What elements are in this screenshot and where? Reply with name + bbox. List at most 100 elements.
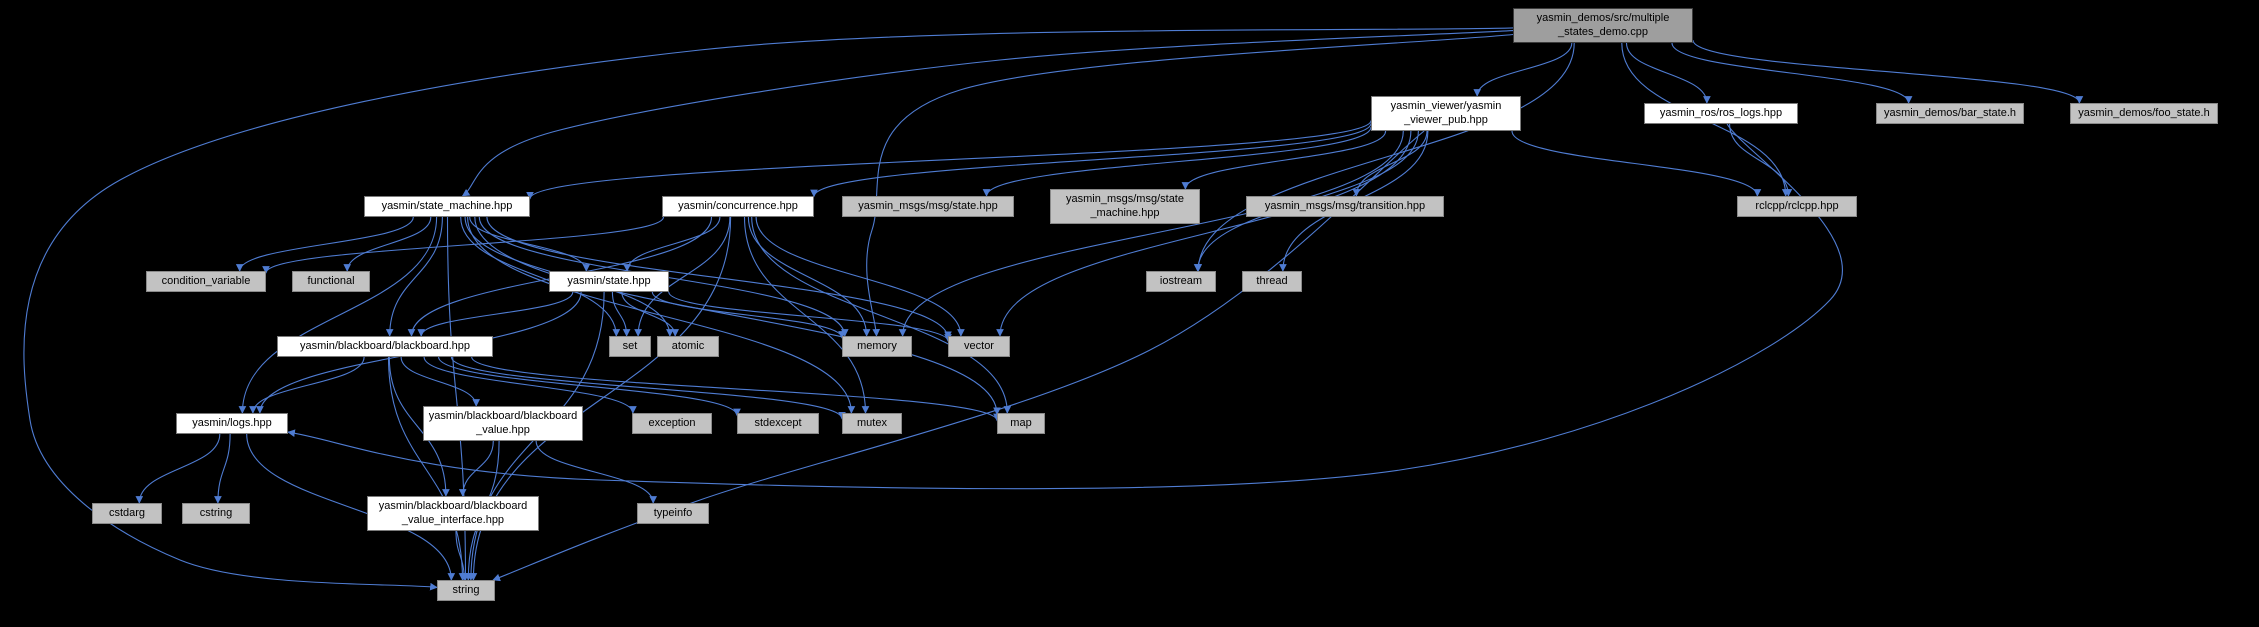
- node-state_machine[interactable]: yasmin/state_machine.hpp: [364, 196, 530, 217]
- edge-concurrence-vector: [755, 216, 965, 337]
- node-label: yasmin_msgs/msg/state.hpp: [858, 199, 998, 212]
- edge-state_machine-mutex: [467, 216, 856, 414]
- node-label: set: [622, 339, 638, 352]
- node-label: typeinfo: [653, 506, 693, 519]
- node-label: yasmin_msgs/msg/state _machine.hpp: [1066, 192, 1184, 219]
- edge-ros_logs-logs: [287, 123, 1843, 490]
- node-label: stdexcept: [754, 416, 802, 429]
- node-label: atomic: [671, 339, 705, 352]
- edge-concurrence-state_hpp: [623, 216, 721, 272]
- edge-demo_cpp-ros_logs: [1625, 42, 1711, 104]
- edge-demo_cpp-foo_state: [1692, 39, 2084, 104]
- edge-group: [23, 27, 2084, 591]
- node-label: memory: [857, 339, 897, 352]
- node-typeinfo: typeinfo: [637, 503, 709, 524]
- edge-viewer_pub-vector: [996, 130, 1412, 337]
- node-cstring: cstring: [182, 503, 250, 524]
- node-label: yasmin/blackboard/blackboard _value_inte…: [378, 499, 528, 526]
- node-label: yasmin/logs.hpp: [192, 416, 272, 429]
- node-string: string: [437, 580, 495, 601]
- node-label: yasmin_demos/foo_state.h: [2078, 106, 2210, 119]
- edge-blackboard-string: [387, 356, 467, 581]
- node-label: yasmin/concurrence.hpp: [678, 199, 798, 212]
- edge-logs-cstring: [214, 433, 231, 504]
- node-functional: functional: [292, 271, 370, 292]
- edge-demo_cpp-bar_state: [1671, 42, 1913, 104]
- node-label: condition_variable: [161, 274, 251, 287]
- node-ros_logs[interactable]: yasmin_ros/ros_logs.hpp: [1644, 103, 1798, 124]
- node-iostream: iostream: [1146, 271, 1216, 292]
- node-label: yasmin/state.hpp: [567, 274, 651, 287]
- node-label: exception: [648, 416, 696, 429]
- edge-bb_value-typeinfo: [535, 440, 658, 504]
- edge-demo_cpp-viewer_pub: [1473, 42, 1573, 97]
- node-state_hpp[interactable]: yasmin/state.hpp: [549, 271, 669, 292]
- edge-concurrence-mutex: [743, 216, 870, 414]
- edge-state_hpp-atomic: [621, 291, 680, 337]
- edge-viewer_pub-msg_state_machine: [1181, 130, 1387, 190]
- node-label: iostream: [1159, 274, 1203, 287]
- node-vector: vector: [948, 336, 1010, 357]
- node-exception: exception: [632, 413, 712, 434]
- node-stdexcept: stdexcept: [737, 413, 819, 434]
- edge-demo_cpp-state_machine: [461, 30, 1514, 197]
- node-label: cstring: [199, 506, 233, 519]
- edge-state_machine-vector: [486, 216, 952, 340]
- edge-viewer_pub-concurrence: [810, 123, 1372, 198]
- node-blackboard[interactable]: yasmin/blackboard/blackboard.hpp: [277, 336, 493, 357]
- edge-state_hpp-vector: [668, 291, 952, 342]
- edge-viewer_pub-string: [492, 130, 1425, 582]
- node-rclcpp: rclcpp/rclcpp.hpp: [1737, 196, 1857, 217]
- node-atomic: atomic: [657, 336, 719, 357]
- node-label: yasmin/blackboard/blackboard.hpp: [300, 339, 470, 352]
- edge-state_hpp-blackboard: [417, 291, 574, 337]
- node-foo_state: yasmin_demos/foo_state.h: [2070, 103, 2218, 124]
- edge-state_hpp-set: [611, 291, 631, 337]
- edge-blackboard-bb_value: [400, 356, 481, 407]
- node-label: yasmin_msgs/msg/transition.hpp: [1264, 199, 1426, 212]
- edge-logs-cstdarg: [135, 433, 221, 504]
- edge-blackboard-stdexcept: [438, 356, 741, 417]
- node-cstdarg: cstdarg: [92, 503, 162, 524]
- node-mutex: mutex: [842, 413, 902, 434]
- node-label: yasmin/state_machine.hpp: [381, 199, 513, 212]
- node-demo_cpp: yasmin_demos/src/multiple _states_demo.c…: [1513, 8, 1693, 43]
- edge-demo_cpp-iostream: [1194, 42, 1575, 272]
- edge-blackboard-logs: [249, 356, 365, 414]
- edge-state_machine-logs: [238, 216, 438, 414]
- node-bb_value[interactable]: yasmin/blackboard/blackboard _value.hpp: [423, 406, 583, 441]
- edge-viewer_pub-rclcpp: [1511, 130, 1762, 197]
- node-msg_state_machine: yasmin_msgs/msg/state _machine.hpp: [1050, 189, 1200, 224]
- node-thread: thread: [1242, 271, 1302, 292]
- edge-concurrence-map: [751, 216, 1012, 414]
- node-label: functional: [307, 274, 355, 287]
- edge-viewer_pub-msg_state: [982, 126, 1372, 197]
- node-bb_value_iface[interactable]: yasmin/blackboard/blackboard _value_inte…: [367, 496, 539, 531]
- node-label: map: [1010, 416, 1032, 429]
- edge-state_machine-map: [474, 216, 1001, 416]
- edge-state_hpp-memory: [651, 291, 846, 339]
- edge-viewer_pub-memory: [898, 130, 1404, 337]
- edge-viewer_pub-state_machine: [526, 120, 1372, 200]
- node-condition_variable: condition_variable: [146, 271, 266, 292]
- edge-state_machine-set: [460, 216, 621, 337]
- node-label: rclcpp/rclcpp.hpp: [1755, 199, 1839, 212]
- edge-bb_value-bb_value_iface: [458, 440, 494, 497]
- node-viewer_pub[interactable]: yasmin_viewer/yasmin _viewer_pub.hpp: [1371, 96, 1521, 131]
- node-memory: memory: [842, 336, 912, 357]
- edge-demo_cpp-memory: [866, 33, 1514, 337]
- edge-blackboard-exception: [423, 356, 637, 414]
- node-label: yasmin_demos/src/multiple _states_demo.c…: [1536, 11, 1670, 38]
- node-label: yasmin_viewer/yasmin _viewer_pub.hpp: [1390, 99, 1502, 126]
- node-label: vector: [964, 339, 994, 352]
- node-logs[interactable]: yasmin/logs.hpp: [176, 413, 288, 434]
- node-bar_state: yasmin_demos/bar_state.h: [1876, 103, 2024, 124]
- edge-concurrence-memory: [747, 216, 871, 337]
- edge-bb_value_iface-string: [455, 530, 469, 581]
- edge-state_machine-condition_variable: [235, 216, 414, 272]
- node-concurrence[interactable]: yasmin/concurrence.hpp: [662, 196, 814, 217]
- edge-blackboard-mutex: [450, 356, 846, 420]
- edge-blackboard-bb_value_iface: [388, 356, 450, 497]
- node-label: yasmin_ros/ros_logs.hpp: [1659, 106, 1783, 119]
